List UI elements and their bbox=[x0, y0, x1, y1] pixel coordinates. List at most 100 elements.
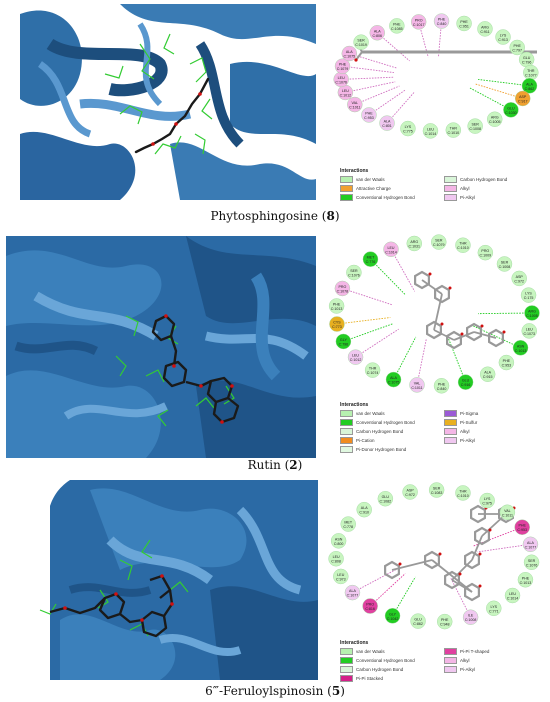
ligand-ring bbox=[426, 320, 442, 340]
residue-disc bbox=[406, 235, 422, 252]
interaction-line bbox=[478, 312, 532, 315]
residue-name: ASN bbox=[335, 537, 343, 541]
legend-label: Alkyl bbox=[460, 429, 470, 434]
legend-label: van der Waals bbox=[356, 649, 385, 654]
residue-disc bbox=[477, 244, 494, 261]
residue-number: C:1076 bbox=[348, 274, 360, 278]
legend-item bbox=[444, 446, 540, 453]
legend-label: Pi-Donor Hydrogen Bond bbox=[356, 447, 407, 452]
residue-disc bbox=[335, 333, 352, 350]
residue-name: LYS bbox=[405, 125, 412, 129]
legend-item: Pi-Alkyl bbox=[444, 666, 540, 673]
residue-name: SER bbox=[501, 260, 509, 264]
residue-name: PHE bbox=[438, 18, 446, 22]
caption-rutin: Rutin (2) bbox=[247, 458, 303, 472]
residue-number: C:1076 bbox=[526, 563, 538, 567]
residue-number: C:1005 bbox=[489, 120, 501, 124]
residue-name: MET bbox=[344, 521, 352, 525]
legend-label: Pi-Sulfur bbox=[460, 420, 478, 425]
residue-disc bbox=[356, 501, 372, 518]
residue-disc bbox=[433, 378, 450, 394]
legend-label: van der Waals bbox=[356, 177, 385, 182]
residue-name: ASP bbox=[519, 95, 527, 99]
residue-name: ASP bbox=[406, 488, 414, 492]
ligand-bond bbox=[431, 559, 473, 593]
residue-name: PRO bbox=[481, 249, 489, 253]
residue-disc bbox=[512, 340, 529, 356]
residue-number: C:1014 bbox=[385, 250, 397, 254]
residue-number: C:797 bbox=[512, 48, 522, 52]
residue-name: ARG bbox=[528, 309, 536, 313]
residue-number: C:1078 bbox=[337, 289, 349, 293]
residue-number: C:175 bbox=[524, 296, 534, 300]
docking-3d-view-feruloylspinosin bbox=[10, 480, 318, 680]
residue-name: PHE bbox=[365, 111, 373, 115]
oxygen-atom bbox=[354, 58, 358, 62]
residue-number: C:862 bbox=[413, 622, 423, 626]
residue-disc bbox=[344, 584, 361, 601]
residue-name: LYS bbox=[491, 605, 498, 609]
residue-number: C:1079 bbox=[337, 67, 349, 71]
residue-number: C:1077 bbox=[347, 594, 359, 598]
residue-number: C:1011 bbox=[502, 513, 513, 517]
interaction-line bbox=[450, 577, 472, 618]
oxygen-atom bbox=[438, 552, 442, 556]
legend-label: Conventional Hydrogen Bond bbox=[356, 195, 415, 200]
residue-name: LEU bbox=[352, 354, 359, 358]
residue-name: PHE bbox=[503, 359, 511, 363]
legend-item: Pi-Sulfur bbox=[444, 419, 540, 426]
legend-label: Conventional Hydrogen Bond bbox=[356, 658, 415, 663]
residue-disc bbox=[353, 34, 369, 50]
oxygen-atom bbox=[458, 572, 462, 576]
residue-disc bbox=[487, 111, 503, 127]
residue-disc bbox=[499, 504, 516, 520]
residue-disc bbox=[515, 90, 531, 107]
residue-name: THR bbox=[450, 127, 458, 131]
residue-disc bbox=[422, 123, 439, 139]
legend-swatch bbox=[444, 648, 457, 655]
residue-number: C:1011 bbox=[411, 386, 422, 390]
residue-disc bbox=[455, 237, 471, 253]
residue-disc bbox=[383, 241, 399, 257]
residue-disc bbox=[503, 102, 519, 118]
residue-name: CYS bbox=[333, 321, 341, 325]
oxygen-atom bbox=[460, 332, 464, 336]
residue-name: PRO bbox=[415, 18, 423, 22]
residue-disc bbox=[333, 568, 349, 585]
residue-number: C:1074 bbox=[367, 371, 379, 375]
residue-disc bbox=[428, 482, 445, 498]
ligand-ring bbox=[384, 560, 400, 580]
oxygen-atom bbox=[448, 286, 452, 290]
interaction-line bbox=[342, 65, 394, 74]
residue-number: C:1077 bbox=[525, 545, 537, 549]
residue-name: THR bbox=[459, 242, 467, 246]
residue-number: C:800 bbox=[334, 542, 344, 546]
residue-disc bbox=[341, 45, 357, 62]
residue-number: C:1014 bbox=[507, 596, 519, 600]
residue-name: SER bbox=[433, 487, 441, 491]
